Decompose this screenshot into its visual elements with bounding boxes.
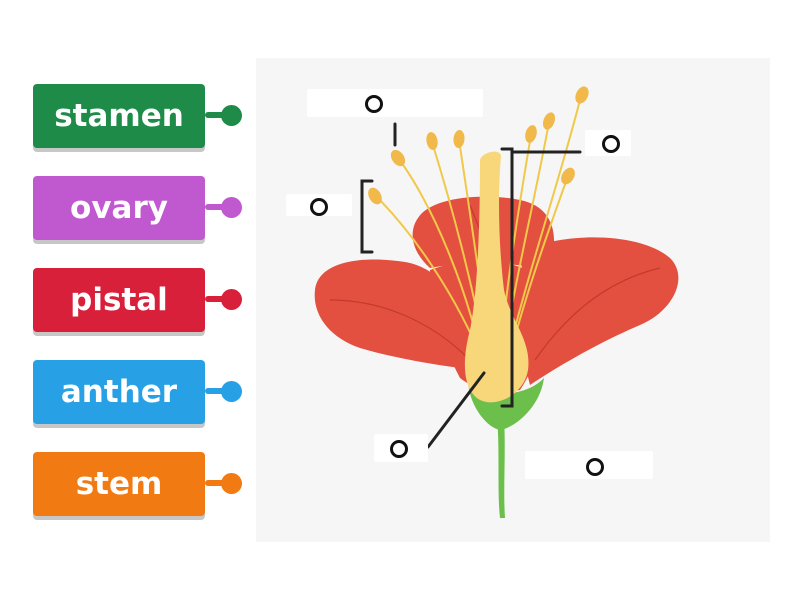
connector-line [205, 480, 233, 486]
petal-vein [534, 267, 661, 361]
drop-target-ring[interactable] [586, 458, 604, 476]
drop-target-ring[interactable] [390, 440, 408, 458]
petal-vein [329, 299, 471, 361]
label-text: anther [60, 374, 178, 410]
connector-line [205, 388, 233, 394]
drop-zone-top[interactable] [307, 89, 483, 117]
drop-target-ring[interactable] [310, 198, 328, 216]
connector-dot[interactable] [221, 197, 242, 218]
label-tile-stamen[interactable]: stamen [33, 84, 205, 148]
connector-line [205, 204, 233, 210]
label-tile-pistal[interactable]: pistal [33, 268, 205, 332]
bracket-stamen [360, 179, 374, 254]
connector-dot[interactable] [221, 473, 242, 494]
leader-lines [360, 122, 582, 449]
label-tile-ovary[interactable]: ovary [33, 176, 205, 240]
label-text: pistal [70, 282, 168, 318]
label-tile-stem[interactable]: stem [33, 452, 205, 516]
flower-sepal [468, 378, 544, 430]
label-text: ovary [70, 190, 168, 226]
bracket-pistil [500, 147, 514, 408]
flower-stem [497, 418, 505, 518]
connector-dot[interactable] [221, 289, 242, 310]
drop-target-ring[interactable] [365, 95, 383, 113]
connector-line [205, 296, 233, 302]
label-text: stem [75, 466, 163, 502]
drop-target-ring[interactable] [602, 135, 620, 153]
leader-line-ovary [426, 371, 486, 449]
label-tile-anther[interactable]: anther [33, 360, 205, 424]
connector-dot[interactable] [221, 105, 242, 126]
connector-line [205, 112, 233, 118]
connector-dot[interactable] [221, 381, 242, 402]
label-text: stamen [54, 98, 184, 134]
anther-heads [368, 86, 589, 205]
